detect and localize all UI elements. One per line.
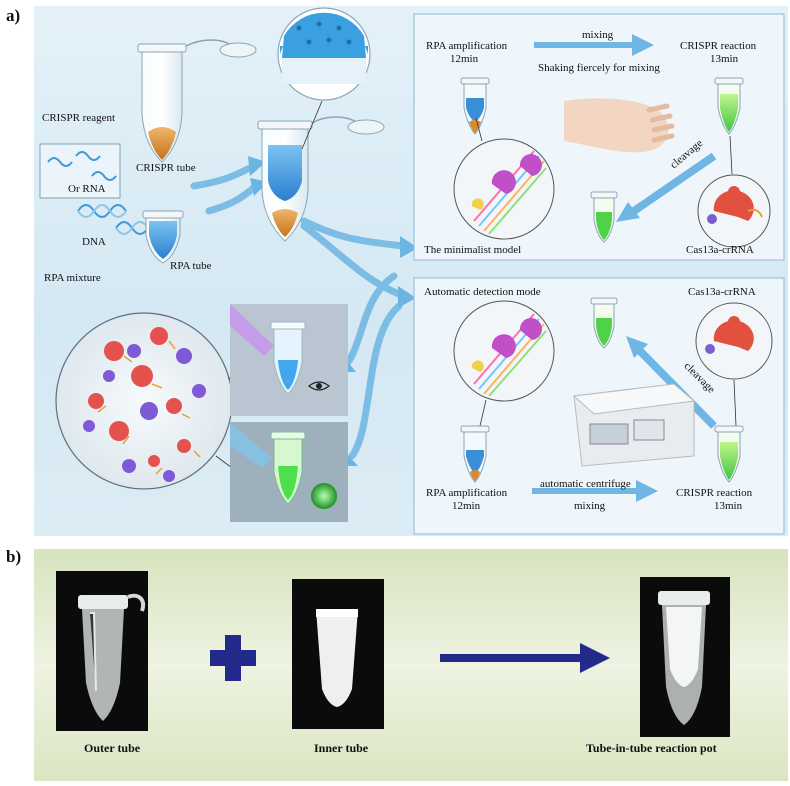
cas-circle-top — [697, 135, 771, 248]
mixing-arrow-top — [534, 34, 654, 56]
min-shaking: Shaking fiercely for mixing — [538, 62, 660, 74]
auto-title: Automatic detection mode — [424, 286, 541, 298]
label-or-rna: Or RNA — [68, 183, 106, 195]
centrifuge-machine — [572, 383, 696, 467]
rpa-tube — [142, 210, 184, 264]
auto-crispr-reaction: CRISPR reaction — [676, 487, 753, 499]
auto-crispr-time: 13min — [714, 500, 743, 512]
hand-shaking — [564, 98, 675, 153]
zoom-circle-top — [277, 7, 371, 101]
cas-circle-bottom — [695, 302, 773, 427]
auto-cas: Cas13a-crRNA — [688, 286, 756, 298]
min-rpa-amplification: RPA amplification — [426, 40, 508, 52]
plus-icon — [210, 635, 256, 681]
assembled-tube — [257, 100, 385, 242]
green-fluor-panel — [230, 422, 348, 522]
min-crispr-time: 13min — [710, 53, 739, 65]
auto-rpa-amplification: RPA amplification — [426, 487, 508, 499]
outer-tube-photo — [56, 571, 148, 731]
rna-box — [39, 143, 121, 199]
inner-tube-label: Inner tube — [314, 741, 369, 755]
min-crispr-reaction: CRISPR reaction — [680, 40, 757, 52]
result-label: Tube-in-tube reaction pot — [586, 741, 717, 755]
auto-rpa-time: 12min — [452, 500, 481, 512]
tube-in-tube-photo — [640, 577, 730, 737]
min-mixing: mixing — [582, 29, 614, 41]
particle-circle — [55, 312, 281, 505]
panel-a: a) — [6, 6, 788, 536]
rpa-zoom-circle-top — [453, 117, 555, 240]
label-crispr-tube: CRISPR tube — [136, 162, 196, 174]
mixing-arrow-bottom — [532, 480, 658, 502]
label-dna: DNA — [82, 236, 106, 248]
auto-mixing: mixing — [574, 500, 606, 512]
label-crispr-reagent: CRISPR reagent — [42, 112, 116, 124]
panel-a-label: a) — [6, 6, 21, 25]
auto-centrifuge: automatic centrifuge — [540, 478, 631, 490]
flow-arrows — [190, 162, 408, 460]
panel-b-label: b) — [6, 547, 22, 566]
label-rpa-mixture: RPA mixture — [44, 272, 101, 284]
blue-uv-panel — [230, 304, 348, 416]
min-cas: Cas13a-crRNA — [686, 244, 754, 256]
rpa-zoom-circle-bottom — [453, 300, 555, 427]
inner-tube-photo — [292, 579, 384, 729]
min-model-title: The minimalist model — [424, 244, 522, 256]
dna-helices — [77, 204, 149, 235]
panel-a-illustration — [39, 7, 785, 535]
panel-b: b) Outer tube Inner tube — [0, 545, 790, 786]
right-arrow-icon — [440, 643, 610, 673]
outer-tube-label: Outer tube — [84, 741, 141, 755]
min-rpa-time: 12min — [450, 53, 479, 65]
crispr-tube — [137, 39, 257, 163]
label-rpa-tube: RPA tube — [170, 260, 212, 272]
cleavage-arrow-top — [616, 152, 717, 222]
